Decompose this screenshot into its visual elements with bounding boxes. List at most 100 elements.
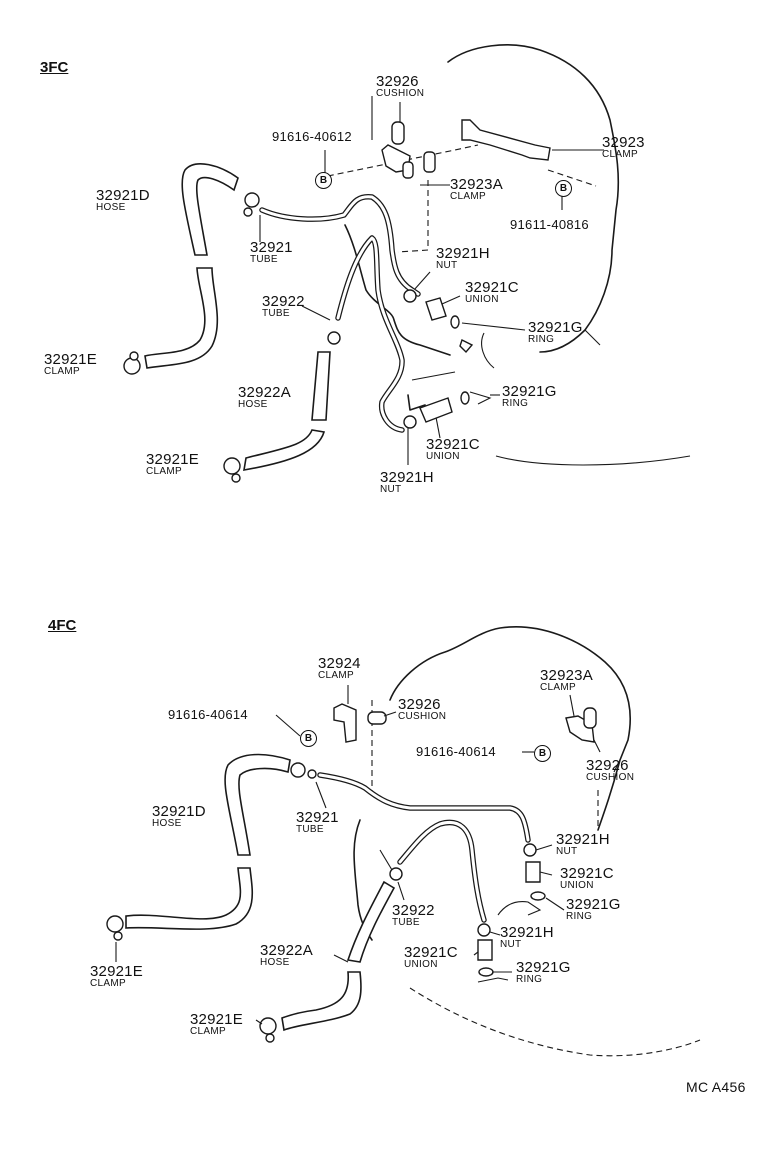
ring-32921g-4fc	[530, 891, 546, 901]
clamp-3fc-a	[244, 192, 260, 208]
callout-32921c-lower-3fc: 32921C UNION	[426, 437, 480, 462]
callout-32921-4fc: 32921 TUBE	[296, 810, 339, 835]
callout-32921d-4fc: 32921D HOSE	[152, 804, 206, 829]
part-number: 32921E	[190, 1011, 243, 1028]
part-number: 32926	[586, 757, 629, 774]
callout-32921h-3fc: 32921H NUT	[436, 246, 490, 271]
part-number: 32926	[376, 73, 419, 90]
part-number: 32921D	[152, 803, 206, 820]
callout-32922-4fc: 32922 TUBE	[392, 903, 435, 928]
part-name: UNION	[426, 451, 460, 462]
part-name: HOSE	[260, 957, 290, 968]
part-number: 32921C	[404, 944, 458, 961]
part-number: 32921D	[96, 187, 150, 204]
part-name: RING	[528, 334, 555, 345]
ring-32921g-3fc	[450, 315, 460, 329]
callout-32926-b-4fc: 32926 CUSHION	[586, 758, 634, 783]
part-name: CLAMP	[44, 366, 80, 377]
cushion-32926-3fc	[391, 121, 405, 145]
callout-32921g-4fc: 32921G RING	[566, 897, 621, 922]
part-name: TUBE	[296, 824, 324, 835]
part-number: 32923A	[540, 667, 593, 684]
part-number: 32921	[296, 809, 339, 826]
callout-32921g-lower-3fc: 32921G RING	[502, 384, 557, 409]
part-name: TUBE	[250, 254, 278, 265]
callout-32921e-lower-4fc: 32921E CLAMP	[190, 1012, 243, 1037]
part-name: NUT	[380, 484, 402, 495]
part-name: UNION	[404, 959, 438, 970]
part-number: 32926	[398, 696, 441, 713]
part-number: 32921G	[516, 959, 571, 976]
part-number: 32921G	[566, 896, 621, 913]
callout-32926-4fc: 32926 CUSHION	[398, 697, 446, 722]
hose-32921d-4fc	[224, 753, 291, 856]
clamp-32921e-4fc	[106, 915, 124, 933]
engine-outline-4fc	[389, 626, 632, 831]
part-name: RING	[516, 974, 543, 985]
part-name: CLAMP	[602, 149, 638, 160]
callout-32921e-lower-3fc: 32921E CLAMP	[146, 452, 199, 477]
callout-91616-40612: 91616-40612	[272, 129, 352, 144]
callout-32923a-3fc: 32923A CLAMP	[450, 177, 503, 202]
engine-base-4fc	[409, 987, 701, 1057]
engine-base-3fc	[495, 455, 691, 466]
callout-32922a-3fc: 32922A HOSE	[238, 385, 291, 410]
part-name: HOSE	[96, 202, 126, 213]
callout-32921e-4fc: 32921E CLAMP	[90, 964, 143, 989]
part-number: 32923A	[450, 176, 503, 193]
clamp-32921e-lower-3fc	[223, 457, 241, 475]
callout-32922a-4fc: 32922A HOSE	[260, 943, 313, 968]
part-number: 32921E	[146, 451, 199, 468]
union-32921c-lower-3fc	[419, 397, 453, 423]
cushion-32926-4fc	[367, 711, 387, 725]
part-name: CLAMP	[318, 670, 354, 681]
part-name: RING	[566, 911, 593, 922]
catalog-code: MC A456	[686, 1079, 746, 1095]
part-number: 32922A	[238, 384, 291, 401]
part-name: NUT	[556, 846, 578, 857]
bolt-b-marker: B	[315, 172, 332, 189]
bracket-32923-3fc	[461, 119, 551, 161]
part-name: CLAMP	[146, 466, 182, 477]
bolt-b-marker: B	[534, 745, 551, 762]
callout-32921d-3fc: 32921D HOSE	[96, 188, 150, 213]
part-name: UNION	[465, 294, 499, 305]
part-name: CLAMP	[450, 191, 486, 202]
callout-91616-40614-b: 91616-40614	[416, 744, 496, 759]
part-number: 32922A	[260, 942, 313, 959]
clamp-32921e-lower-4fc	[259, 1017, 277, 1035]
callout-32923a-4fc: 32923A CLAMP	[540, 668, 593, 693]
callout-32921c-b-4fc: 32921C UNION	[404, 945, 458, 970]
callout-32926-3fc: 32926 CUSHION	[376, 74, 424, 99]
part-number: 32921H	[500, 924, 554, 941]
section-title-4fc: 4FC	[48, 617, 77, 634]
part-number: 32921	[250, 239, 293, 256]
part-name: HOSE	[152, 818, 182, 829]
part-number: 32921H	[436, 245, 490, 262]
nut-32921h-4fc	[523, 843, 537, 857]
part-number: 32921H	[556, 831, 610, 848]
part-number: 32921G	[502, 383, 557, 400]
part-number: 32921G	[528, 319, 583, 336]
section-title-3fc: 3FC	[40, 59, 69, 76]
part-name: CUSHION	[376, 88, 425, 99]
part-number: 32921C	[560, 865, 614, 882]
callout-32921h-lower-3fc: 32921H NUT	[380, 470, 434, 495]
hose-32922a-3fc	[311, 351, 331, 421]
part-number: 32921E	[44, 351, 97, 368]
part-name: CLAMP	[190, 1026, 226, 1037]
union-32921c-3fc	[425, 297, 447, 321]
bolt-b-marker: B	[555, 180, 572, 197]
bolt-b-marker: B	[300, 730, 317, 747]
callout-32921g-3fc: 32921G RING	[528, 320, 583, 345]
part-name: CLAMP	[540, 682, 576, 693]
diagram-4fc	[106, 626, 701, 1057]
part-name: CUSHION	[398, 711, 447, 722]
part-number: 32921E	[90, 963, 143, 980]
callout-32923-3fc: 32923 CLAMP	[602, 135, 645, 160]
part-number: 32921C	[426, 436, 480, 453]
part-number: 32921H	[380, 469, 434, 486]
union-32921c-4fc	[525, 861, 541, 883]
part-number: 32923	[602, 134, 645, 151]
